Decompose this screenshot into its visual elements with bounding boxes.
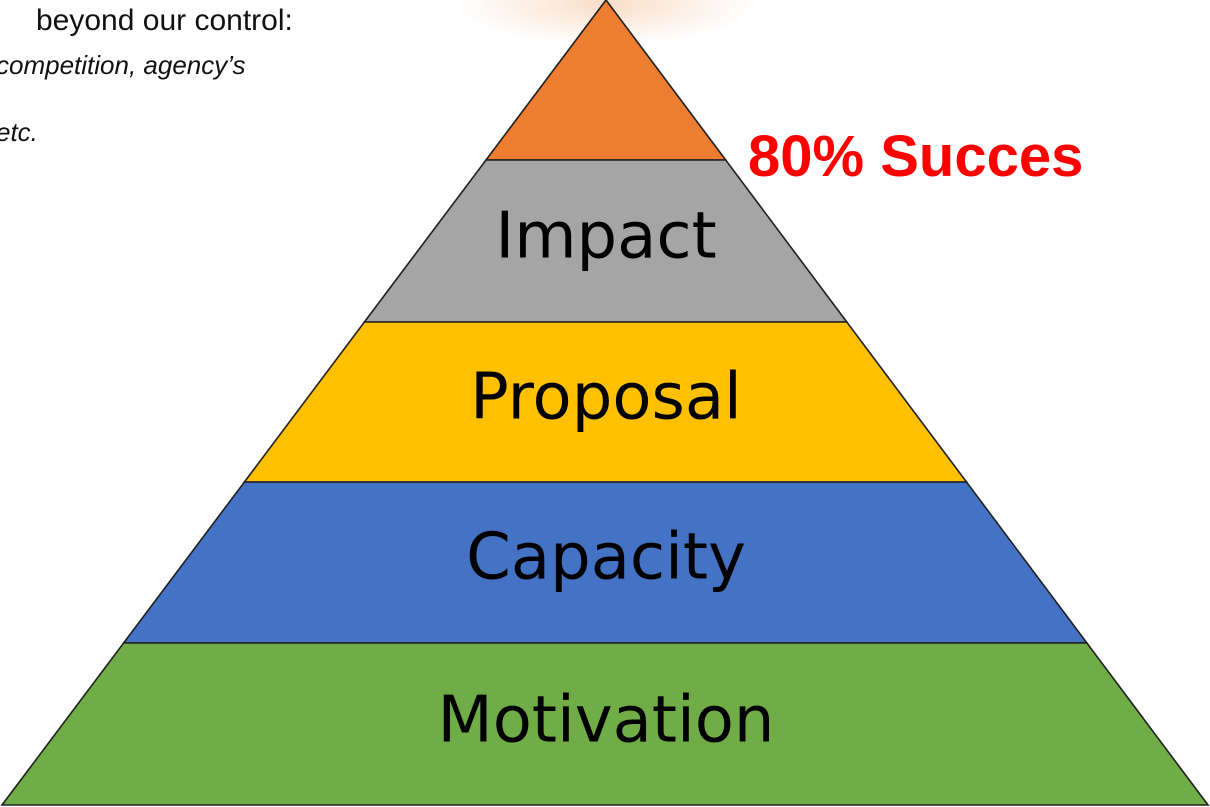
constraint-note-line-2: competition, agency’s: [0, 50, 246, 80]
constraint-note-line-1: beyond our control:: [36, 4, 293, 37]
pyramid-label-capacity: Capacity: [466, 521, 746, 595]
pyramid-label-proposal: Proposal: [470, 361, 742, 435]
constraint-note-line-3: etc.: [0, 117, 38, 147]
pyramid-label-motivation: Motivation: [438, 684, 775, 758]
pyramid-label-impact: Impact: [495, 200, 716, 274]
success-rate-label: 80% Succes: [748, 124, 1084, 189]
pyramid-layer-motivation: [0, 642, 1210, 806]
